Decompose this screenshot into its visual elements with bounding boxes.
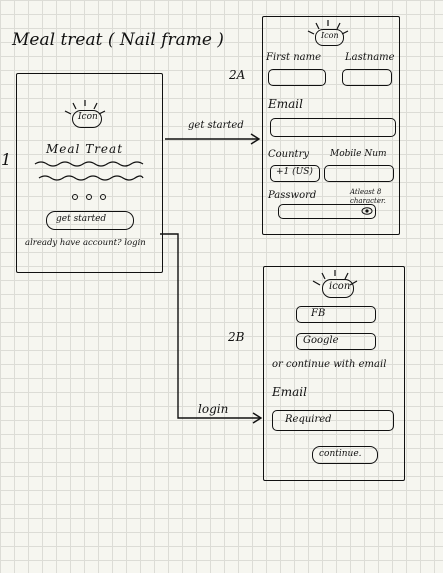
country-select[interactable]: +1 (US) [270,165,320,182]
flow-label-login: login [198,402,229,416]
email-field[interactable] [270,118,396,137]
sun-icon [312,270,358,286]
google-login-label: Google [303,335,339,346]
screen-2b-tag: 2B [228,330,245,344]
placeholder-text-lines [34,161,144,181]
dot [86,194,92,200]
email-label: Email [268,97,303,111]
password-field[interactable] [278,204,376,219]
google-login-button[interactable]: Google [296,333,376,350]
email-field[interactable]: Required [272,410,394,431]
continue-button-label: continue. [319,449,362,459]
screen-2a-frame [262,16,400,235]
email-field-placeholder: Required [285,414,332,425]
first-name-label: First name [266,52,322,63]
last-name-field[interactable] [342,69,392,86]
mobile-number-label: Mobile Num [330,149,387,159]
eye-icon[interactable] [361,206,373,216]
flow-label-get-started: get started [188,120,244,131]
dot [100,194,106,200]
app-icon-badge [72,110,102,128]
arrowhead-login [252,412,263,424]
facebook-login-label: FB [311,308,326,319]
screen-2a-tag: 2A [229,68,246,82]
get-started-button-label: get started [56,214,107,224]
dot [72,194,78,200]
arrow-login [160,233,260,419]
screen-1-number: 1 [1,150,12,169]
last-name-label: Lastname [345,52,395,63]
screen-1-frame [16,73,163,273]
screen-2b-frame [263,266,405,481]
continue-with-email-divider: or continue with email [272,359,387,370]
country-label: Country [268,149,310,160]
pagination-dots [70,193,110,201]
mobile-number-field[interactable] [324,165,394,182]
email-label: Email [272,385,307,399]
first-name-field[interactable] [268,69,326,86]
app-icon-badge [315,29,344,46]
password-label: Password [268,190,317,201]
app-icon-badge [322,279,354,298]
facebook-login-button[interactable]: FB [296,306,376,323]
app-name: Meal Treat [46,142,124,156]
arrowhead-get-started [250,133,261,145]
password-hint: Atleast 8 character. [350,188,386,205]
app-icon-label: icon [329,281,351,292]
continue-button[interactable]: continue. [312,446,378,464]
get-started-button[interactable]: get started [46,211,134,230]
login-prompt[interactable]: already have account? login [25,238,146,248]
page-title: Meal treat ( Nail frame ) [12,30,224,50]
app-icon-label: Icon [321,31,339,40]
country-select-value: +1 (US) [276,167,313,177]
app-icon-label: Icon [78,112,98,122]
